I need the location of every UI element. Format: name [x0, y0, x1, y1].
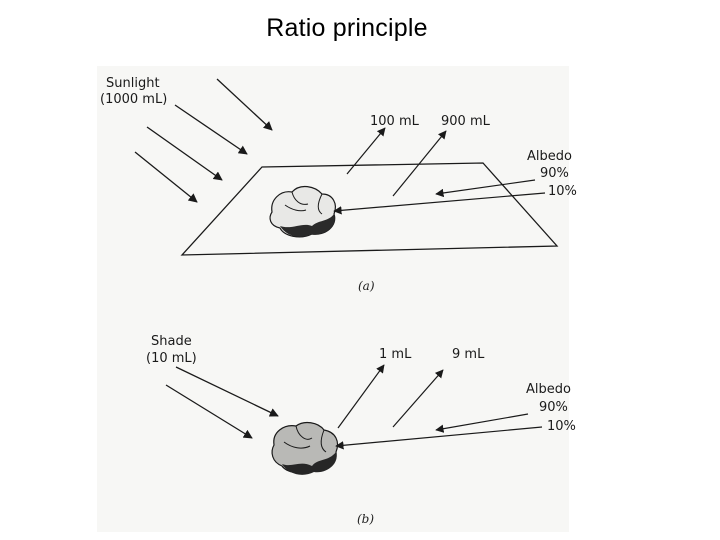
albedo-title: Albedo	[526, 382, 571, 397]
albedo-arrow-high	[435, 413, 529, 433]
rock-object	[271, 421, 339, 475]
shade-label: Shade	[151, 334, 192, 349]
panel-a: Sunlight (1000 mL) 100 mL 900 mL Albedo …	[100, 76, 577, 293]
albedo-arrow-low	[335, 426, 543, 450]
reflected-arrow-high	[392, 130, 447, 197]
panel-b: Shade (10 mL) 1 mL 9 mL Albedo 90% 10% (…	[146, 334, 576, 526]
reflected-arrow-low	[346, 127, 386, 175]
albedo-arrow-low	[333, 192, 546, 215]
sunlight-arrow	[146, 126, 223, 181]
sunlight-arrow	[134, 151, 198, 203]
albedo-low-label: 10%	[547, 419, 576, 434]
panel-a-caption: (a)	[358, 279, 375, 293]
albedo-arrow-high	[435, 179, 536, 198]
slide-title: Ratio principle	[266, 14, 428, 42]
ground-plane	[180, 162, 559, 256]
reflected-high-label: 900 mL	[441, 114, 491, 129]
sunlight-label: Sunlight	[106, 76, 160, 91]
reflected-arrow-low	[337, 364, 385, 429]
rock-object	[269, 185, 336, 238]
albedo-high-label: 90%	[539, 400, 568, 415]
reflected-low-label: 100 mL	[370, 114, 420, 129]
sunlight-amount-label: (1000 mL)	[100, 92, 167, 107]
shade-arrow	[165, 384, 253, 439]
reflected-high-label: 9 mL	[452, 347, 485, 362]
sunlight-arrow	[216, 78, 273, 131]
albedo-low-label: 10%	[548, 184, 577, 199]
panel-b-caption: (b)	[357, 512, 374, 526]
reflected-low-label: 1 mL	[379, 347, 412, 362]
sunlight-arrow	[174, 104, 248, 155]
albedo-high-label: 90%	[540, 166, 569, 181]
shade-amount-label: (10 mL)	[146, 351, 197, 366]
albedo-title: Albedo	[527, 149, 572, 164]
reflected-arrow-high	[392, 369, 444, 428]
shade-arrow	[175, 366, 279, 417]
